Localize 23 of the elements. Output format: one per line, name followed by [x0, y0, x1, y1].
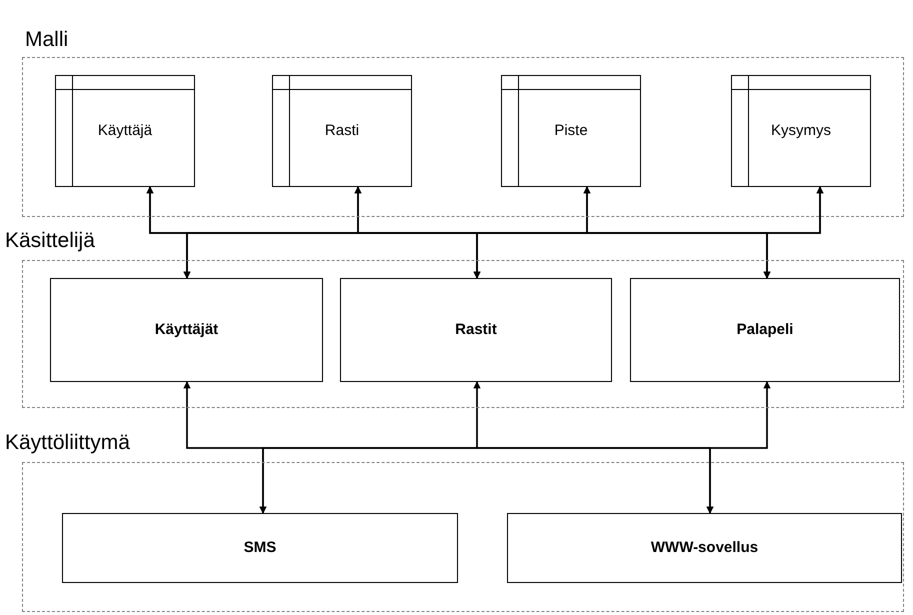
connector-arrow	[764, 186, 824, 279]
box-label: Kysymys	[771, 120, 831, 141]
module-box	[507, 513, 902, 583]
module-box	[50, 278, 323, 382]
group-heading: Käsittelijä	[5, 228, 95, 254]
box-label: Palapeli	[736, 320, 794, 340]
group-heading: Malli	[25, 27, 68, 53]
connector-arrow	[706, 381, 770, 514]
box-label: Piste	[554, 120, 588, 141]
table-box	[501, 75, 641, 187]
table-box	[55, 75, 195, 187]
box-label: Rastit	[455, 320, 497, 340]
table-box	[272, 75, 412, 187]
box-label: WWW-sovellus	[650, 538, 758, 558]
table-box	[731, 75, 871, 187]
box-label: Käyttäjä	[98, 120, 152, 141]
box-label: SMS	[244, 538, 276, 558]
box-label: Käyttäjät	[154, 320, 218, 340]
module-box	[630, 278, 900, 382]
box-label: Rasti	[324, 120, 360, 141]
module-box	[62, 513, 458, 583]
module-box	[340, 278, 612, 382]
group-heading: Käyttöliittymä	[5, 430, 130, 456]
